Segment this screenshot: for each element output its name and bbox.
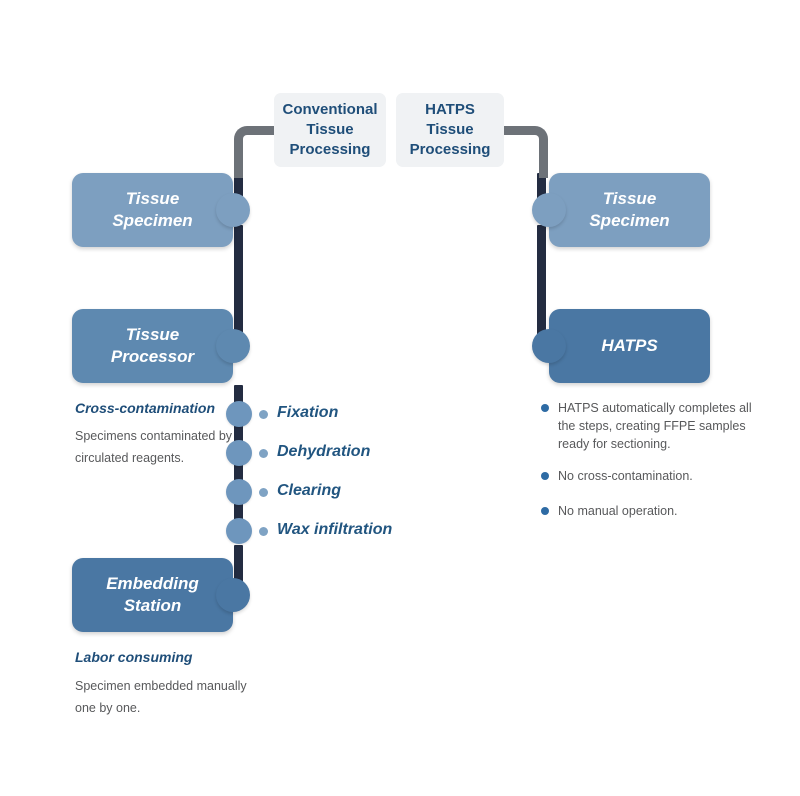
- box-right-tissue-specimen-line-2: Specimen: [589, 211, 670, 230]
- box-left-tissue-processor-knob: [216, 329, 250, 363]
- spine-left-dash-2: [234, 424, 243, 444]
- spine-right-seg-1: [537, 173, 546, 211]
- spine-left-dash-3: [234, 463, 243, 483]
- box-left-embedding-station-line-2: Station: [123, 596, 182, 615]
- box-right-hatps-knob: [532, 329, 566, 363]
- box-left-tissue-processor-line-2: Processor: [110, 347, 195, 366]
- step-bullet-wax-infiltration: [259, 527, 268, 536]
- spine-left-seg-1: [234, 173, 243, 211]
- spine-left-seg-2: [234, 225, 243, 345]
- step-dot-fixation: [226, 401, 252, 427]
- right-bullet-dot-3: [541, 507, 549, 515]
- elbow-left-horizontal: [247, 126, 278, 135]
- header-left-line-2: Tissue: [306, 121, 354, 138]
- right-bullet-item-1: HATPS automatically completes all the st…: [541, 399, 758, 453]
- box-right-tissue-specimen[interactable]: Tissue Specimen: [532, 173, 710, 247]
- box-right-tissue-specimen-knob: [532, 193, 566, 227]
- step-bullet-clearing: [259, 488, 268, 497]
- box-left-embedding-station-knob: [216, 578, 250, 612]
- box-left-embedding-station[interactable]: Embedding Station: [72, 558, 250, 632]
- connector-elbow-right: [504, 126, 548, 178]
- right-bullet-text-2: No cross-contamination.: [558, 469, 693, 483]
- right-bullet-text-1: HATPS automatically completes all the st…: [558, 401, 752, 451]
- box-left-tissue-specimen-line-1: Tissue: [125, 189, 180, 208]
- box-left-tissue-specimen-knob: [216, 193, 250, 227]
- header-hatps-tissue-processing: HATPS Tissue Processing: [396, 93, 504, 167]
- step-label-dehydration: Dehydration: [277, 443, 371, 460]
- note-heading-labor-consuming: Labor consuming: [75, 649, 193, 665]
- right-bullet-text-3: No manual operation.: [558, 504, 678, 518]
- note-body-cross-contamination: Specimens contaminated by circulated rea…: [75, 429, 233, 465]
- header-left-line-3: Processing: [289, 141, 371, 158]
- header-left-line-1: Conventional: [282, 101, 378, 118]
- elbow-left-corner: [234, 126, 252, 144]
- note-heading-cross-contamination: Cross-contamination: [75, 400, 216, 416]
- spine-left-seg-3: [234, 545, 243, 595]
- spine-right-seg-2: [537, 225, 546, 345]
- right-bullet-dot-2: [541, 472, 549, 480]
- step-bullet-dehydration: [259, 449, 268, 458]
- step-bullet-fixation: [259, 410, 268, 419]
- step-label-fixation: Fixation: [277, 404, 339, 421]
- box-right-tissue-specimen-line-1: Tissue: [602, 189, 657, 208]
- right-bullet-dot-1: [541, 404, 549, 412]
- box-left-tissue-specimen[interactable]: Tissue Specimen: [72, 173, 250, 247]
- spine-left-dash-1: [234, 385, 243, 405]
- step-label-clearing: Clearing: [277, 482, 342, 499]
- elbow-right-corner: [530, 126, 548, 144]
- box-right-hatps-line-1: HATPS: [601, 336, 658, 355]
- right-bullet-item-3: No manual operation.: [541, 502, 758, 520]
- box-left-embedding-station-line-1: Embedding: [106, 574, 199, 593]
- spine-left-dash-4: [234, 502, 243, 522]
- step-dot-dehydration: [226, 440, 252, 466]
- header-conventional-tissue-processing: Conventional Tissue Processing: [274, 93, 386, 167]
- step-dot-clearing: [226, 479, 252, 505]
- box-left-tissue-processor-line-1: Tissue: [125, 325, 180, 344]
- connector-elbow-left: [234, 126, 278, 178]
- elbow-left-vertical: [234, 139, 243, 178]
- header-right-line-3: Processing: [409, 141, 491, 158]
- note-body-labor-consuming: Specimen embedded manually one by one.: [75, 679, 247, 715]
- box-left-tissue-processor[interactable]: Tissue Processor: [72, 309, 250, 383]
- step-dot-wax-infiltration: [226, 518, 252, 544]
- header-right-line-2: Tissue: [426, 121, 474, 138]
- elbow-right-vertical: [539, 139, 548, 178]
- box-left-tissue-specimen-line-2: Specimen: [112, 211, 193, 230]
- box-right-hatps[interactable]: HATPS: [532, 309, 710, 383]
- right-bullet-item-2: No cross-contamination.: [541, 467, 758, 485]
- step-label-wax-infiltration: Wax infiltration: [277, 521, 393, 538]
- header-right-line-1: HATPS: [425, 101, 475, 118]
- elbow-right-horizontal: [504, 126, 535, 135]
